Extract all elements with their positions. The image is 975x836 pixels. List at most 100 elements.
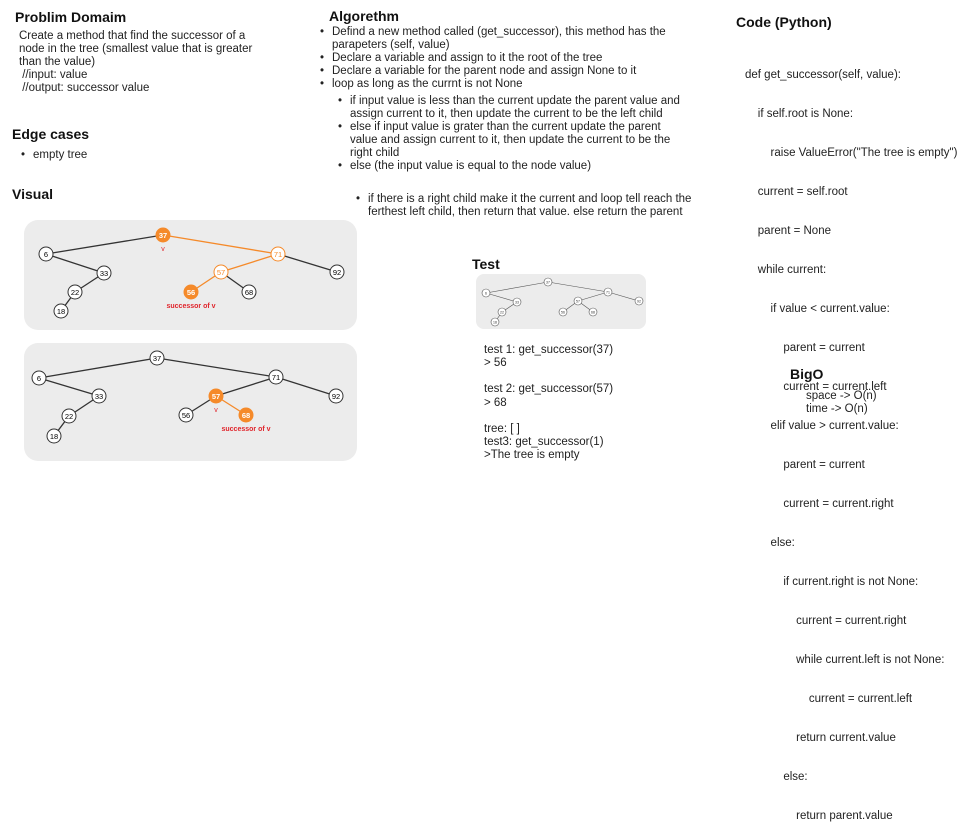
tree2-node-6: 6 [31,370,47,386]
svg-text:6: 6 [485,291,487,295]
svg-text:68: 68 [591,310,595,314]
svg-text:37: 37 [159,231,167,240]
visual-heading: Visual [12,186,53,202]
algorithm-subsubstep: if there is a right child make it the cu… [356,193,692,219]
tree2-node-92: 92 [328,388,344,404]
tree1-v-label: v [161,246,165,253]
svg-text:6: 6 [44,250,48,259]
code-line: raise ValueError("The tree is empty") [745,147,958,159]
test-line [484,370,613,383]
tree-diagram-1: 37 6 33 22 18 71 57 56 68 92 v successor… [38,227,345,319]
svg-text:92: 92 [332,392,340,401]
tree-diagram-2: 37 6 33 22 18 71 57 56 68 92 v successor… [31,350,344,444]
bigo-heading: BigO [790,366,824,382]
tree2-node-33: 33 [91,388,107,404]
svg-text:56: 56 [561,310,565,314]
code-line: current = current.right [745,498,894,510]
edge-cases-heading: Edge cases [12,126,90,142]
code-line: while current: [745,264,827,276]
edge-case-item: empty tree [21,149,87,162]
svg-text:92: 92 [637,299,641,303]
code-line: current = current.left [745,693,913,705]
svg-text:56: 56 [187,288,195,297]
tree1-node-57: 57 [213,264,229,280]
svg-text:92: 92 [333,268,341,277]
code-line: current = current.left [745,381,887,393]
algorithm-substep: else if input value is grater than the c… [338,121,690,160]
test-line: test 2: get_successor(57) [484,383,614,396]
test-line: > 68 [484,396,507,409]
svg-text:6: 6 [37,374,41,383]
code-line: else: [745,771,808,783]
tree1-node-18: 18 [53,303,69,319]
tree2-node-71: 71 [268,369,284,385]
code-line: return parent.value [745,810,893,822]
edge-cases-list: empty tree [21,149,87,162]
problem-line: than the value) [19,56,96,68]
tree-panel-2: 37 6 33 22 18 71 57 56 68 92 v successor… [24,343,357,461]
bigo-text: space -> O(n) time -> O(n) [806,390,877,416]
test-line: >The tree is empty [484,449,580,462]
code-line: return current.value [745,732,896,744]
code-line: parent = current [745,342,865,354]
svg-text:71: 71 [274,250,282,259]
test-line [484,410,613,423]
svg-text:71: 71 [606,290,610,294]
problem-heading: Problim Domaim [15,9,127,25]
bigo-line: space -> O(n) [806,390,877,402]
tree1-successor-label: successor of v [166,303,215,310]
test-line: tree: [ ] [484,422,520,435]
svg-text:33: 33 [95,392,103,401]
tree-panel-1: 37 6 33 22 18 71 57 56 68 92 v successor… [24,220,357,330]
svg-text:68: 68 [242,411,250,420]
tree1-node-92: 92 [329,264,345,280]
test-line: test3: get_successor(1) [484,436,604,449]
tree1-node-68: 68 [241,284,257,300]
test-line: > 56 [484,357,507,370]
code-line: else: [745,537,795,549]
algorithm-substep: else (the input value is equal to the no… [338,160,690,173]
svg-text:22: 22 [71,288,79,297]
tree2-node-18: 18 [46,428,62,444]
algorithm-list: Defind a new method called (get_successo… [320,26,692,91]
code-line: parent = current [745,459,865,471]
test-heading: Test [472,256,500,272]
svg-text:18: 18 [57,307,65,316]
code-heading: Code (Python) [736,14,832,30]
svg-text:56: 56 [182,411,190,420]
tree1-node-71: 71 [270,246,286,262]
tree1-node-37: 37 [155,227,171,243]
svg-text:33: 33 [100,269,108,278]
test-tree-diagram: 37 6 33 22 18 71 57 56 68 92 [481,277,644,327]
algorithm-subsublist: if there is a right child make it the cu… [356,193,692,219]
code-block: def get_successor(self, value): if self.… [745,43,957,836]
tree2-node-37: 37 [149,350,165,366]
tree2-node-68: 68 [238,407,254,423]
tree2-node-22: 22 [61,408,77,424]
svg-text:37: 37 [153,354,161,363]
tree2-successor-label: successor of v [221,426,270,433]
svg-text:57: 57 [576,299,580,303]
code-line: elif value > current.value: [745,420,899,432]
code-line: if current.right is not None: [745,576,919,588]
svg-text:37: 37 [546,280,550,284]
code-line: parent = None [745,225,831,237]
tree2-v-label: v [214,407,218,414]
tree1-node-22: 22 [67,284,83,300]
problem-line: Create a method that find the successor … [19,30,246,42]
svg-text:71: 71 [272,373,280,382]
algorithm-step: loop as long as the currnt is not None [320,78,692,91]
test-line: test 1: get_successor(37) [484,344,614,356]
code-line: current = self.root [745,186,848,198]
algorithm-sublist: if input value is less than the current … [338,95,690,173]
algorithm-step: Defind a new method called (get_successo… [320,26,692,52]
svg-text:33: 33 [515,300,519,304]
svg-text:22: 22 [500,310,504,314]
code-line: def get_successor(self, value): [745,69,901,81]
test-cases: test 1: get_successor(37) > 56 test 2: g… [484,344,613,462]
bigo-line: time -> O(n) [806,403,868,415]
tree1-node-6: 6 [38,246,54,262]
svg-text:22: 22 [65,412,73,421]
algorithm-step: Declare a variable and assign to it the … [320,52,692,65]
tree1-node-33: 33 [96,265,112,281]
